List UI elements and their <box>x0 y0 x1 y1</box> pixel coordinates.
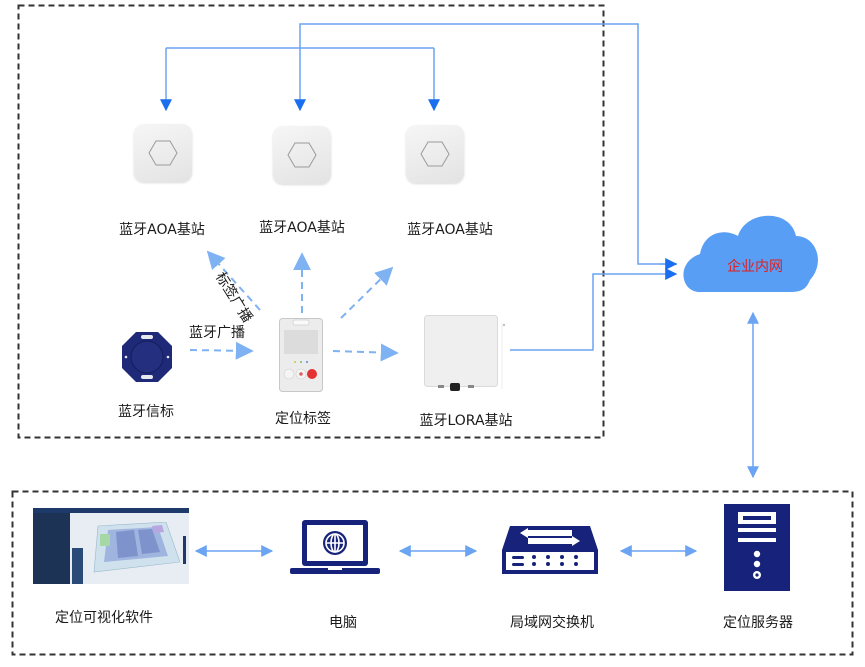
cloud-label: 企业内网 <box>727 259 783 275</box>
pc[interactable] <box>290 520 380 576</box>
network-switch-icon <box>502 526 598 574</box>
software-titlebar <box>33 508 189 513</box>
beacon-label: 蓝牙信标 <box>118 404 174 420</box>
server-label: 定位服务器 <box>723 615 793 631</box>
bluetooth-beacon[interactable] <box>121 331 173 383</box>
tag-signal-arrows <box>189 250 399 362</box>
software-3d-map <box>93 522 180 573</box>
bluetooth-beacon-icon <box>122 332 172 382</box>
network-switch[interactable] <box>502 526 598 576</box>
positioning-server[interactable] <box>724 504 790 591</box>
lora-label: 蓝牙LORA基站 <box>419 413 513 429</box>
aoa-base-station-icon <box>148 140 178 166</box>
pc-label: 电脑 <box>329 615 357 631</box>
positioning-tag[interactable] <box>279 318 323 392</box>
positioning-tag-icon <box>279 318 323 392</box>
tag-label: 定位标签 <box>275 411 331 427</box>
aoa-2-label: 蓝牙AOA基站 <box>259 220 345 236</box>
cloud-to-aoa-connector <box>160 23 678 270</box>
software-toolbar <box>183 536 186 564</box>
server-icon <box>724 504 790 591</box>
software-panel <box>72 548 83 584</box>
lora-base-station[interactable] <box>424 315 506 391</box>
field-zone-border <box>17 4 605 439</box>
software-screenshot[interactable] <box>33 508 189 584</box>
laptop-globe-icon <box>290 520 380 574</box>
software-label: 定位可视化软件 <box>55 610 153 626</box>
lora-to-cloud-connector <box>510 268 678 351</box>
lora-base-station-icon <box>424 315 505 391</box>
aoa-base-station-1[interactable] <box>134 124 192 182</box>
aoa-3-label: 蓝牙AOA基站 <box>407 222 493 238</box>
server-zone-border <box>11 490 854 656</box>
aoa-base-station-icon <box>420 141 450 167</box>
bt-broadcast-label: 蓝牙广播 <box>189 325 245 341</box>
aoa-1-label: 蓝牙AOA基站 <box>119 222 205 238</box>
cloud-icon <box>683 215 818 292</box>
aoa-base-station-3[interactable] <box>406 125 464 183</box>
switch-label: 局域网交换机 <box>510 615 594 631</box>
aoa-base-station-icon <box>287 142 317 168</box>
aoa-base-station-2[interactable] <box>273 126 331 184</box>
software-sidebar <box>33 513 70 584</box>
